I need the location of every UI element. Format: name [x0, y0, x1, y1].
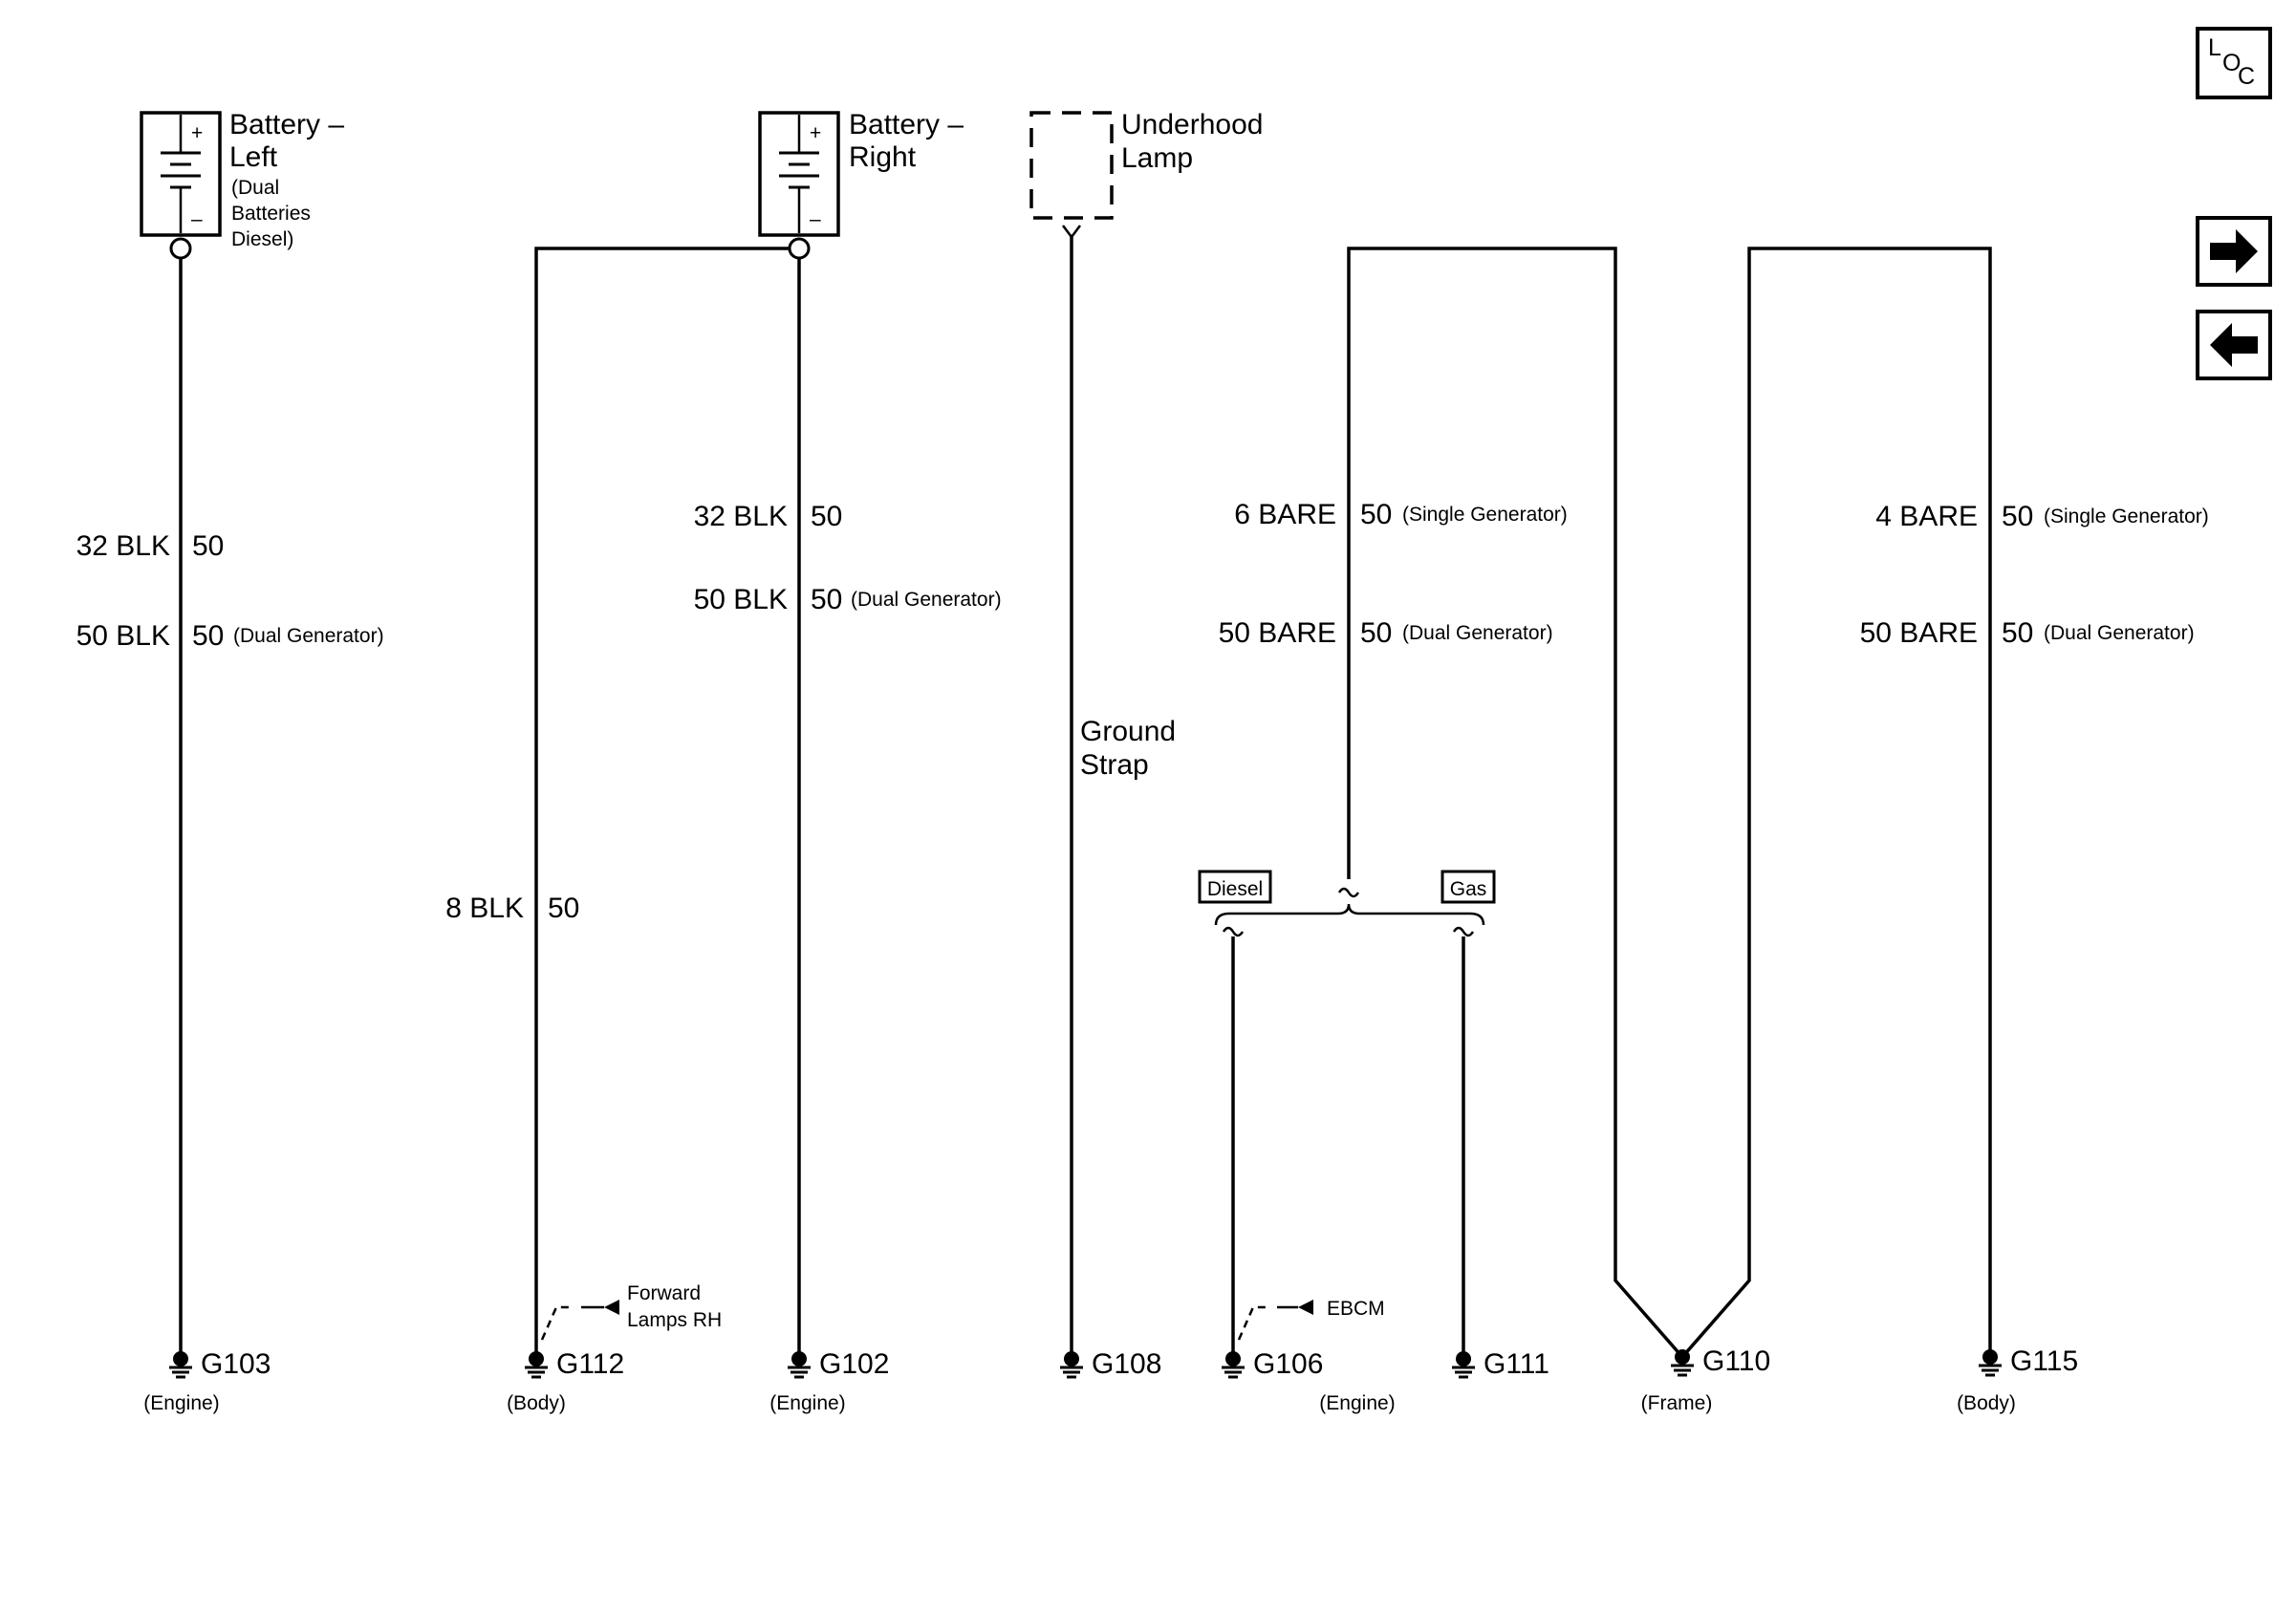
battery-left: + –	[140, 111, 222, 260]
wire-c6-a-right: 50	[2002, 501, 2033, 532]
callout-ebcm-label: EBCM	[1327, 1298, 1385, 1320]
battery-right-title2: Right	[849, 141, 917, 173]
wire-c1-a-right: 50	[192, 530, 224, 562]
wire-c6-b-left: 50 BARE	[1860, 617, 1978, 649]
wire-c5-a-right: 50	[1360, 499, 1392, 530]
ground-strap-line1: Ground	[1080, 716, 1176, 747]
ground-g112-loc: (Body)	[507, 1392, 566, 1414]
option-break	[1214, 887, 1485, 937]
wire-g110-left	[1347, 247, 1684, 1359]
wire-c3-b-right: 50	[811, 584, 842, 615]
arrow-right-icon	[2210, 229, 2258, 273]
wire-c3-a-right: 50	[811, 501, 842, 532]
ground-g110-id: G110	[1702, 1345, 1770, 1377]
ground-g111-symbol	[1450, 1349, 1477, 1379]
battery-right: + –	[758, 111, 840, 260]
ground-g103-loc: (Engine)	[143, 1392, 219, 1414]
ground-g112-symbol	[523, 1349, 550, 1379]
ground-g110-loc: (Frame)	[1641, 1392, 1713, 1414]
battery-right-minus: –	[810, 208, 821, 230]
callout-forward-lamps-line1: Forward	[627, 1282, 701, 1304]
loc-letter-l: L	[2208, 34, 2221, 61]
wire-c1-b-note: (Dual Generator)	[233, 625, 384, 647]
battery-right-title: Battery –	[849, 109, 964, 140]
ground-g111-id: G111	[1484, 1348, 1549, 1380]
ground-g102-id: G102	[819, 1348, 889, 1380]
loc-button[interactable]: L O C	[2196, 27, 2272, 99]
wire-g112	[534, 247, 790, 1357]
ground-strap-line2: Strap	[1080, 749, 1149, 781]
wire-c3-b-note: (Dual Generator)	[851, 589, 1002, 611]
underhood-lamp-title: Underhood	[1121, 109, 1263, 140]
battery-left-title: Battery –	[229, 109, 344, 140]
ground-g103-id: G103	[201, 1348, 271, 1380]
wire-c1-a-left: 32 BLK	[76, 530, 170, 562]
ground-g115-loc: (Body)	[1957, 1392, 2016, 1414]
ground-g103-symbol	[167, 1349, 194, 1379]
wire-c2-left: 8 BLK	[445, 893, 524, 924]
prev-page-button[interactable]	[2196, 310, 2272, 380]
wire-c6-b-right: 50	[2002, 617, 2033, 649]
battery-left-note-3: Diesel)	[231, 228, 293, 250]
callout-forward-lamps-line2: Lamps RH	[627, 1309, 722, 1331]
battery-left-note-2: Batteries	[231, 203, 311, 225]
ground-g102-loc: (Engine)	[769, 1392, 845, 1414]
ground-g106-id: G106	[1253, 1348, 1323, 1380]
wire-c5-b-note: (Dual Generator)	[1402, 622, 1553, 644]
battery-right-plus: +	[810, 122, 821, 144]
ground-g112-id: G112	[556, 1348, 624, 1380]
loc-letter-o: O	[2222, 50, 2241, 76]
wire-c5-b-right: 50	[1360, 617, 1392, 649]
wire-c6-a-note: (Single Generator)	[2044, 506, 2209, 527]
next-page-button[interactable]	[2196, 216, 2272, 287]
battery-left-minus: –	[191, 208, 203, 230]
option-gas-label: Gas	[1450, 878, 1487, 900]
wire-c1-b-right: 50	[192, 620, 224, 652]
wire-c3-b-left: 50 BLK	[694, 584, 788, 615]
wire-c5-a-note: (Single Generator)	[1402, 504, 1568, 526]
ground-g110-symbol	[1669, 1347, 1696, 1377]
wire-c5-a-left: 6 BARE	[1234, 499, 1336, 530]
underhood-lamp-box	[1029, 111, 1114, 220]
option-diesel-label: Diesel	[1207, 878, 1263, 900]
arrow-left-icon	[2210, 323, 2258, 367]
underhood-lamp-title2: Lamp	[1121, 142, 1193, 174]
ground-g106-loc: (Engine)	[1319, 1392, 1395, 1414]
wire-g110-right-g115	[1680, 247, 1992, 1359]
wire-c3-a-left: 32 BLK	[694, 501, 788, 532]
wire-c6-a-left: 4 BARE	[1875, 501, 1978, 532]
battery-left-note-1: (Dual	[231, 177, 279, 199]
wire-c5-b-left: 50 BARE	[1219, 617, 1336, 649]
loc-letter-c: C	[2238, 63, 2255, 90]
ground-g102-symbol	[786, 1349, 812, 1379]
option-diesel-box	[1198, 870, 1272, 904]
ground-g106-symbol	[1220, 1349, 1246, 1379]
ground-g108-symbol	[1058, 1349, 1085, 1379]
option-gas-box	[1440, 870, 1496, 904]
callout-ebcm	[1237, 1300, 1313, 1341]
wire-c6-b-note: (Dual Generator)	[2044, 622, 2195, 644]
ground-g115-symbol	[1977, 1347, 2004, 1377]
wire-c2-right: 50	[548, 893, 579, 924]
ground-g115-id: G115	[2010, 1345, 2078, 1377]
battery-left-plus: +	[191, 122, 203, 144]
callout-forward-lamps	[540, 1300, 619, 1341]
ground-g108-id: G108	[1092, 1348, 1161, 1380]
battery-left-title2: Left	[229, 141, 278, 173]
wire-c1-b-left: 50 BLK	[76, 620, 170, 652]
